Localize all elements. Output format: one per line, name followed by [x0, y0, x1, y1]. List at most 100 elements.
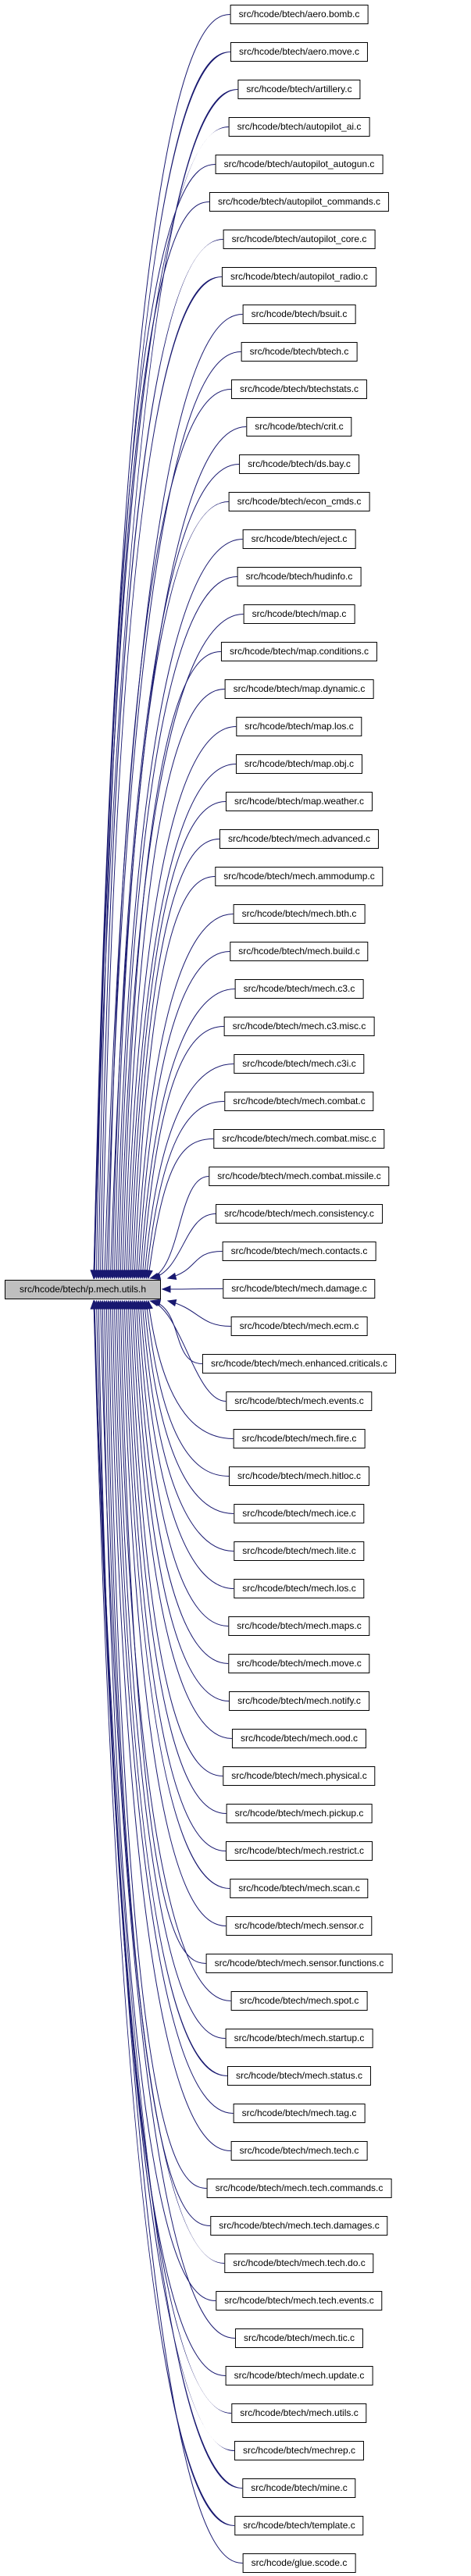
includer-node[interactable]: src/hcode/btech/mechrep.c: [234, 2441, 365, 2460]
dependency-edge: [120, 614, 244, 1279]
includer-node[interactable]: src/hcode/btech/mech.spot.c: [230, 1991, 368, 2011]
includer-node[interactable]: src/hcode/btech/mech.c3.misc.c: [223, 1017, 375, 1036]
includer-node[interactable]: src/hcode/btech/mech.c3i.c: [234, 1054, 365, 1074]
includer-node[interactable]: src/hcode/btech/mech.tech.do.c: [224, 2254, 374, 2273]
includer-node[interactable]: src/hcode/btech/map.dynamic.c: [224, 679, 374, 699]
dependency-edge: [122, 651, 221, 1279]
dependency-edge: [140, 989, 235, 1279]
includer-node[interactable]: src/hcode/btech/hudinfo.c: [237, 567, 362, 586]
includer-node[interactable]: src/hcode/btech/mech.ice.c: [234, 1504, 365, 1523]
includer-node[interactable]: src/hcode/btech/autopilot_ai.c: [228, 117, 370, 137]
includer-node[interactable]: src/hcode/btech/mech.build.c: [230, 942, 369, 961]
arrowhead-icon: [90, 1299, 98, 1309]
includer-node[interactable]: src/hcode/btech/mech.physical.c: [223, 1766, 376, 1786]
dependency-edge: [93, 52, 230, 1279]
includer-node[interactable]: src/hcode/btech/mech.damage.c: [223, 1279, 376, 1299]
dependency-edge: [126, 726, 237, 1279]
includer-node[interactable]: src/hcode/btech/mech.fire.c: [233, 1429, 366, 1448]
includer-node[interactable]: src/hcode/btech/bsuit.c: [242, 305, 356, 324]
dependency-edge: [134, 876, 216, 1279]
includer-node[interactable]: src/hcode/btech/mech.ood.c: [231, 1729, 367, 1748]
dependency-edge: [113, 501, 229, 1279]
dependency-edge: [130, 801, 226, 1279]
includer-node[interactable]: src/hcode/btech/mech.startup.c: [225, 2029, 373, 2048]
includer-node[interactable]: src/hcode/btech/autopilot_autogun.c: [215, 155, 384, 174]
includer-node[interactable]: src/hcode/btech/mech.combat.missile.c: [209, 1167, 390, 1186]
includer-node[interactable]: src/hcode/btech/autopilot_core.c: [223, 230, 376, 249]
includer-node[interactable]: src/hcode/btech/mech.tech.damages.c: [210, 2216, 388, 2236]
dependency-edge: [126, 1300, 226, 1851]
includer-node[interactable]: src/hcode/btech/mech.bth.c: [233, 904, 366, 924]
includer-node[interactable]: src/hcode/btech/mech.tech.c: [230, 2141, 368, 2161]
includer-node[interactable]: src/hcode/btech/mech.contacts.c: [222, 1242, 376, 1261]
dependency-edge: [98, 201, 209, 1279]
includer-node[interactable]: src/hcode/btech/mech.ammodump.c: [215, 867, 384, 886]
includer-node[interactable]: src/hcode/btech/mech.enhanced.criticals.…: [202, 1354, 397, 1374]
dependency-edge: [148, 1300, 234, 1439]
includer-node[interactable]: src/hcode/btech/artillery.c: [237, 80, 361, 99]
includer-node[interactable]: src/hcode/btech/mech.notify.c: [229, 1691, 369, 1711]
includer-node[interactable]: src/hcode/btech/mech.scan.c: [230, 1879, 369, 1898]
includer-node[interactable]: src/hcode/btech/mech.los.c: [234, 1579, 365, 1598]
includer-node[interactable]: src/hcode/btech/mech.sensor.c: [226, 1916, 373, 1936]
includer-node[interactable]: src/hcode/btech/template.c: [234, 2516, 364, 2535]
dependency-edge: [144, 1300, 234, 1514]
includer-node[interactable]: src/hcode/btech/mech.consistency.c: [216, 1204, 383, 1224]
includer-node[interactable]: src/hcode/btech/mech.restrict.c: [225, 1841, 373, 1861]
includer-node[interactable]: src/hcode/btech/mech.tag.c: [233, 2104, 366, 2123]
includer-node[interactable]: src/hcode/btech/mech.tech.commands.c: [206, 2179, 392, 2198]
dependency-edge: [141, 1300, 234, 1552]
dependency-edge: [137, 951, 230, 1279]
dependency-edge: [123, 689, 225, 1279]
includer-node[interactable]: src/hcode/btech/mech.tech.events.c: [216, 2291, 383, 2311]
dependency-edge: [127, 764, 236, 1279]
includer-node[interactable]: src/hcode/btech/autopilot_radio.c: [221, 267, 377, 287]
dependency-edge: [123, 1300, 230, 1889]
includer-node[interactable]: src/hcode/btech/mech.maps.c: [228, 1616, 370, 1636]
includer-node[interactable]: src/hcode/btech/mech.utils.c: [231, 2403, 367, 2423]
includer-node[interactable]: src/hcode/btech/mech.events.c: [226, 1391, 373, 1411]
dependency-edge: [93, 1300, 235, 2526]
includer-node[interactable]: src/hcode/btech/eject.c: [242, 529, 356, 549]
includer-node[interactable]: src/hcode/btech/crit.c: [246, 417, 352, 436]
includer-node[interactable]: src/hcode/btech/mech.hitloc.c: [228, 1466, 370, 1486]
includer-node[interactable]: src/hcode/btech/btech.c: [241, 342, 358, 362]
arrowhead-icon: [151, 1272, 162, 1281]
includer-node[interactable]: src/hcode/btech/mech.combat.c: [224, 1092, 374, 1111]
dependency-edge: [112, 464, 240, 1279]
dependency-edge: [144, 1064, 234, 1279]
includer-node[interactable]: src/hcode/btech/econ_cmds.c: [228, 492, 370, 511]
includer-node[interactable]: src/hcode/btech/mech.sensor.functions.c: [205, 1954, 393, 1973]
dependency-edge: [93, 89, 238, 1279]
dependency-edge: [120, 1300, 206, 1964]
includer-node[interactable]: src/hcode/btech/mech.ecm.c: [230, 1317, 368, 1336]
dependency-edge: [108, 1300, 207, 2189]
dependency-edge: [112, 1300, 234, 2114]
includer-node[interactable]: src/hcode/btech/mech.tic.c: [234, 2328, 364, 2348]
main-node-p-mech-utils-h[interactable]: src/hcode/btech/p.mech.utils.h: [5, 1280, 161, 1299]
includer-node[interactable]: src/hcode/btech/autopilot_commands.c: [209, 192, 390, 212]
arrowhead-icon: [149, 1299, 159, 1307]
includer-node[interactable]: src/hcode/btech/btechstats.c: [230, 379, 368, 399]
includer-node[interactable]: src/hcode/btech/mine.c: [242, 2478, 356, 2498]
includer-node[interactable]: src/hcode/btech/mech.combat.misc.c: [213, 1129, 385, 1149]
includer-node[interactable]: src/hcode/btech/map.obj.c: [235, 754, 363, 774]
includer-node[interactable]: src/hcode/glue.scode.c: [242, 2553, 356, 2573]
includer-node[interactable]: src/hcode/btech/map.weather.c: [225, 792, 373, 811]
includer-node[interactable]: src/hcode/btech/map.los.c: [236, 717, 362, 736]
includer-node[interactable]: src/hcode/btech/mech.move.c: [228, 1654, 370, 1673]
dependency-edge: [150, 1300, 227, 1402]
includer-node[interactable]: src/hcode/btech/map.conditions.c: [220, 642, 378, 661]
includer-node[interactable]: src/hcode/btech/mech.status.c: [227, 2066, 372, 2086]
dependency-edge: [105, 1300, 211, 2226]
includer-node[interactable]: src/hcode/btech/map.c: [243, 604, 355, 624]
includer-node[interactable]: src/hcode/btech/ds.bay.c: [239, 454, 359, 474]
includer-node[interactable]: src/hcode/btech/mech.pickup.c: [226, 1804, 373, 1823]
includer-node[interactable]: src/hcode/btech/mech.advanced.c: [219, 829, 380, 849]
includer-node[interactable]: src/hcode/btech/mech.c3.c: [234, 979, 364, 999]
includer-node[interactable]: src/hcode/btech/aero.move.c: [230, 42, 369, 62]
dependency-edge: [109, 1300, 231, 2151]
includer-node[interactable]: src/hcode/btech/aero.bomb.c: [230, 5, 369, 24]
includer-node[interactable]: src/hcode/btech/mech.lite.c: [234, 1541, 365, 1561]
includer-node[interactable]: src/hcode/btech/mech.update.c: [225, 2366, 373, 2385]
